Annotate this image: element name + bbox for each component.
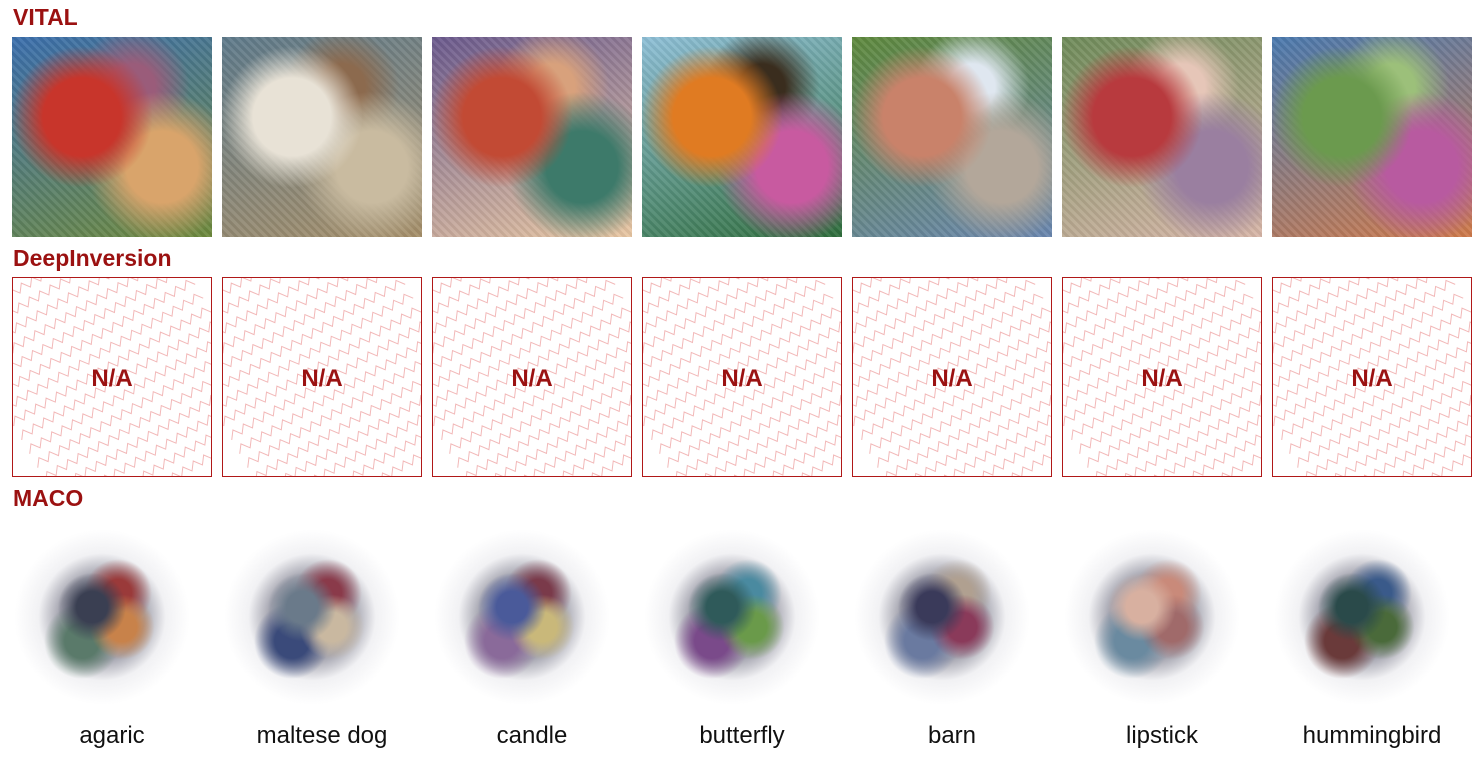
row-label-vital: VITAL [13, 4, 78, 30]
class-caption: candle [496, 722, 568, 749]
vital-maltese-dog-image [222, 37, 422, 237]
class-caption: barn [927, 722, 977, 749]
vital-hummingbird-image [1272, 37, 1472, 237]
vital-lipstick-image [1062, 37, 1262, 237]
na-label: N/A [931, 365, 973, 392]
row-label-maco: MACO [13, 485, 84, 511]
deepinversion-row: N/A N/A N/A N/A N/A N/A N/A [12, 277, 1472, 477]
na-label: N/A [1141, 365, 1183, 392]
class-caption: hummingbird [1302, 722, 1442, 749]
na-placeholder: N/A [642, 277, 842, 477]
hatch-pattern [1063, 278, 1261, 476]
hatch-pattern [223, 278, 421, 476]
na-label: N/A [511, 365, 553, 392]
na-placeholder: N/A [1272, 277, 1472, 477]
vital-butterfly-image [642, 37, 842, 237]
na-label: N/A [1351, 365, 1393, 392]
maco-agaric-image [2, 517, 202, 717]
hatch-pattern [643, 278, 841, 476]
na-label: N/A [721, 365, 763, 392]
na-placeholder: N/A [1062, 277, 1262, 477]
na-placeholder: N/A [852, 277, 1052, 477]
class-caption: maltese dog [256, 722, 388, 749]
maco-maltese-dog-image [212, 517, 412, 717]
maco-butterfly-image [632, 517, 832, 717]
maco-candle-image [422, 517, 622, 717]
vital-barn-image [852, 37, 1052, 237]
hatch-pattern [13, 278, 211, 476]
row-label-deepinversion: DeepInversion [13, 245, 172, 271]
hatch-pattern [853, 278, 1051, 476]
na-label: N/A [91, 365, 133, 392]
maco-lipstick-image [1052, 517, 1252, 717]
hatch-pattern [1273, 278, 1471, 476]
maco-barn-image [842, 517, 1042, 717]
class-caption: agaric [79, 722, 145, 749]
hatch-pattern [433, 278, 631, 476]
vital-row [12, 37, 1472, 237]
na-placeholder: N/A [432, 277, 632, 477]
na-placeholder: N/A [222, 277, 422, 477]
vital-agaric-image [12, 37, 212, 237]
class-caption: lipstick [1125, 722, 1198, 749]
vital-candle-image [432, 37, 632, 237]
maco-row [2, 517, 1472, 717]
na-placeholder: N/A [12, 277, 212, 477]
maco-hummingbird-image [1262, 517, 1462, 717]
class-caption: butterfly [699, 722, 785, 749]
na-label: N/A [301, 365, 343, 392]
